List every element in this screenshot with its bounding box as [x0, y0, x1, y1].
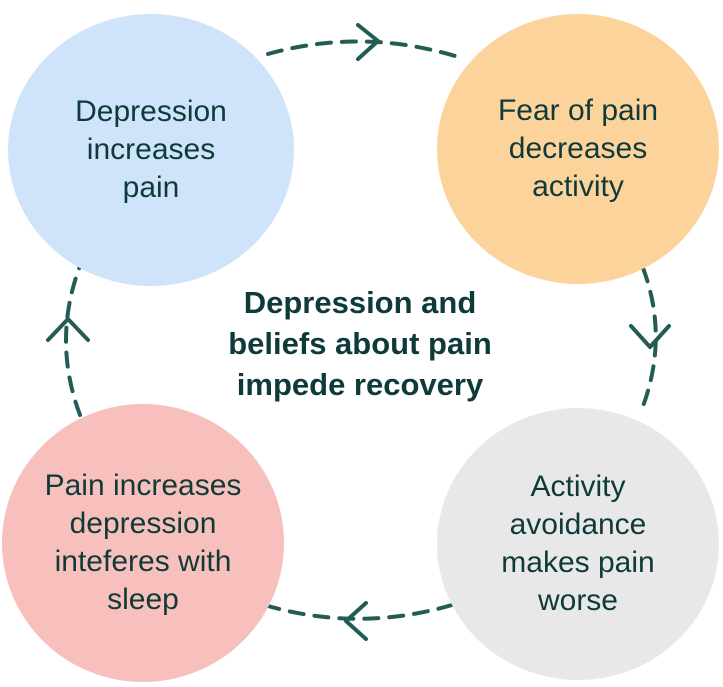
arrowhead-down-icon: [629, 324, 671, 349]
center-title-line: Depression and: [243, 285, 477, 320]
node-label-line: avoidance: [509, 508, 647, 541]
node-label-line: decreases: [508, 132, 648, 165]
node-label: Fear of pain decreases activity: [498, 92, 658, 206]
node-label-line: Depression: [75, 95, 227, 128]
node-label-line: Activity: [530, 470, 626, 503]
center-title: Depression and beliefs about pain impede…: [180, 282, 540, 405]
node-label-line: activity: [532, 170, 624, 203]
node-label-line: inteferes with: [54, 545, 232, 578]
node-label-line: depression: [69, 507, 217, 540]
node-label: Activity avoidance makes pain worse: [501, 468, 654, 620]
node-label-line: pain: [122, 171, 180, 204]
arrowhead-left-icon: [344, 601, 368, 641]
center-title-line: impede recovery: [236, 367, 484, 402]
node-label-line: worse: [537, 584, 618, 617]
arrowhead-up-icon: [46, 317, 90, 342]
node-pain-increases-depression: Pain increases depression inteferes with…: [2, 404, 284, 682]
node-label-line: increases: [86, 133, 216, 166]
node-label-line: sleep: [107, 583, 179, 616]
arrowhead-right-icon: [356, 23, 380, 61]
node-label-line: makes pain: [501, 546, 655, 579]
node-activity-avoidance: Activity avoidance makes pain worse: [437, 408, 719, 680]
connector-bottom: [266, 603, 454, 621]
node-label: Pain increases depression inteferes with…: [45, 467, 242, 619]
node-fear-of-pain: Fear of pain decreases activity: [437, 14, 719, 284]
arrow-group: [46, 23, 671, 641]
node-label-line: Fear of pain: [497, 94, 659, 127]
connector-left: [64, 264, 82, 417]
node-label-line: Pain increases: [44, 469, 242, 502]
center-title-line: beliefs about pain: [228, 326, 492, 361]
node-label: Depression increases pain: [75, 93, 227, 207]
node-depression-increases-pain: Depression increases pain: [8, 14, 294, 286]
